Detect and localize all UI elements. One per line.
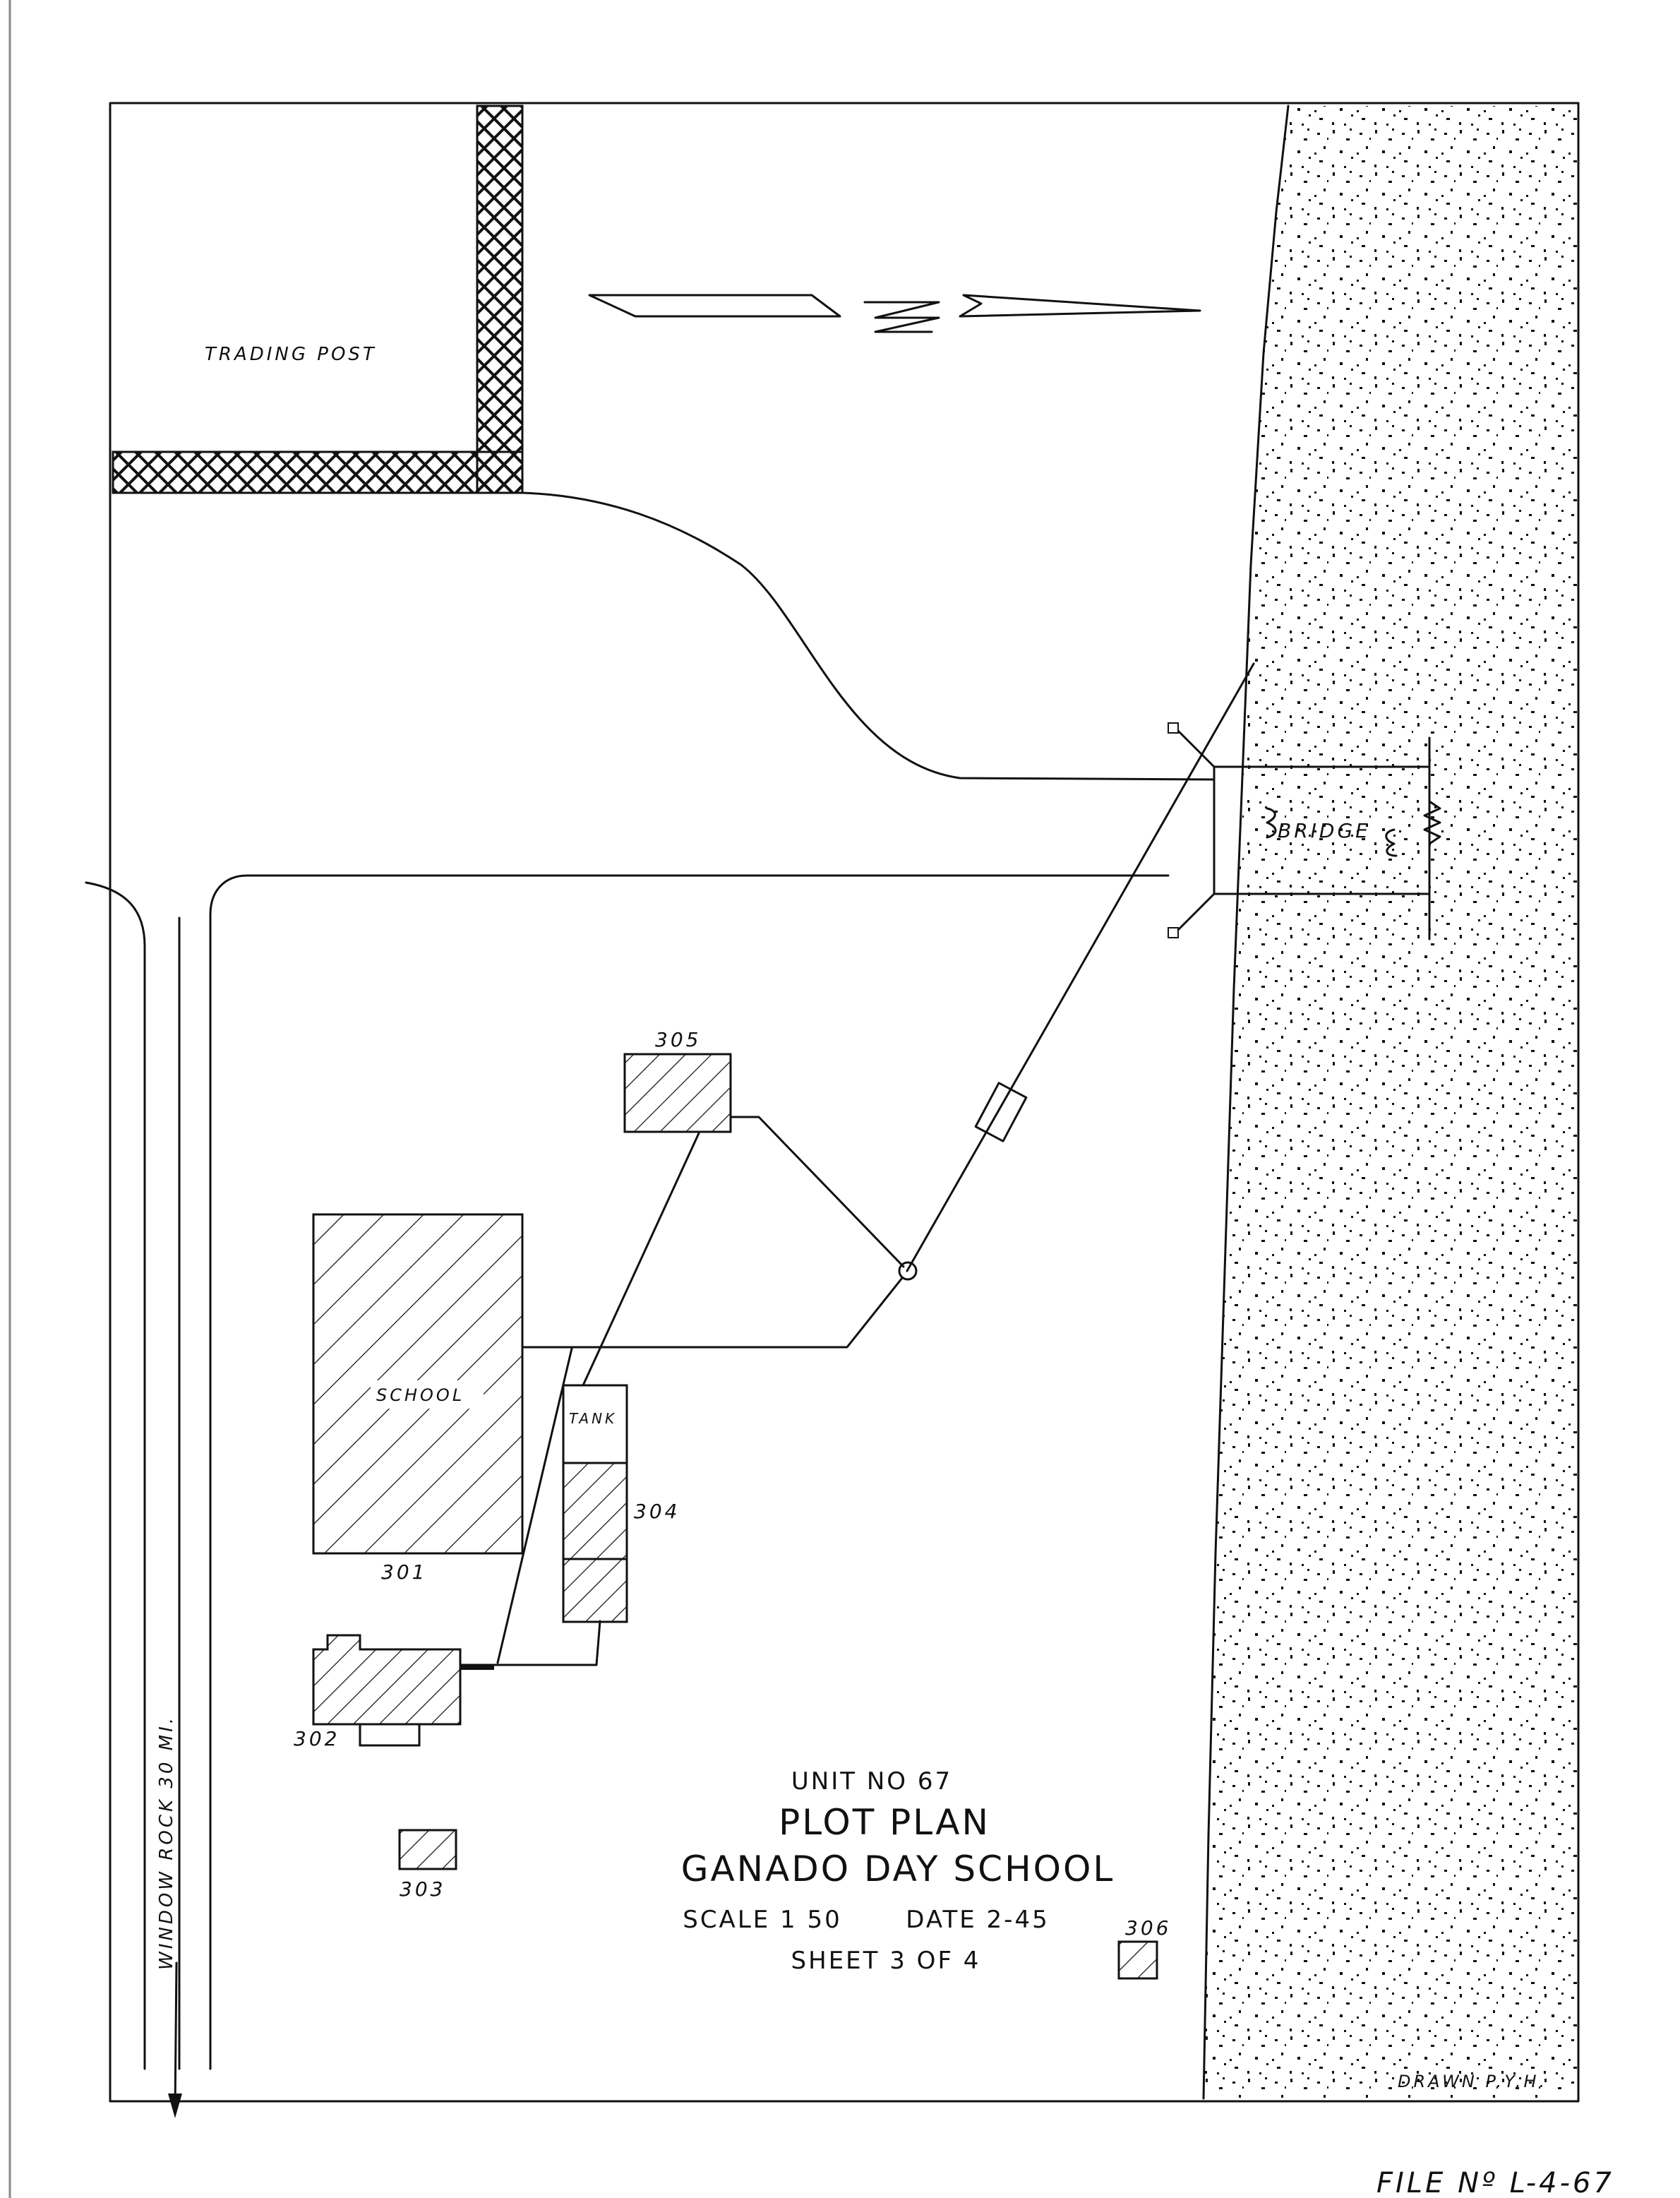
bridge-label: BRIDGE xyxy=(1278,819,1371,842)
highway-label: WINDOW ROCK 30 MI. xyxy=(156,1715,177,1970)
tank-label: TANK xyxy=(569,1410,617,1427)
sheet-number: SHEET 3 OF 4 xyxy=(791,1947,981,1975)
drawn-by: DRAWN P.Y.H. xyxy=(1398,2072,1547,2091)
building-303: 303 xyxy=(398,1829,457,1901)
river-area xyxy=(1204,106,1578,2098)
river-bank-line xyxy=(1202,104,1290,2100)
building-306: 306 xyxy=(1117,1916,1171,1980)
trading-post-label: TRADING POST xyxy=(205,344,377,365)
school-label: SCHOOL xyxy=(376,1385,464,1405)
building-301-school: SCHOOL 301 xyxy=(312,1213,524,1584)
driveway-north-edge xyxy=(521,491,1216,781)
building-301-label: 301 xyxy=(381,1560,427,1584)
bridge: BRIDGE xyxy=(1168,722,1441,940)
driveway-south-edge xyxy=(209,874,1170,2070)
building-305: 305 xyxy=(623,1028,732,1133)
highway-east-edge xyxy=(85,881,146,2070)
trading-post-fence-east xyxy=(476,104,524,494)
building-302-label: 302 xyxy=(294,1727,340,1750)
trading-post-fence-south xyxy=(112,450,524,494)
scale-text: SCALE 1 50 xyxy=(683,1906,842,1934)
unit-number: UNIT NO 67 xyxy=(791,1767,952,1796)
date-text: DATE 2-45 xyxy=(906,1906,1049,1934)
school-name-title: GANADO DAY SCHOOL xyxy=(681,1848,1115,1889)
building-304-label: 304 xyxy=(634,1500,680,1523)
file-number: FILE Nº L-4-67 xyxy=(1376,2167,1614,2198)
building-304-tank: TANK 304 xyxy=(562,1384,680,1623)
building-303-label: 303 xyxy=(400,1877,445,1901)
plan-title: PLOT PLAN xyxy=(779,1802,990,1843)
north-arrow xyxy=(588,294,1201,333)
highway-direction-arrow xyxy=(168,1961,182,2118)
title-block: UNIT NO 67 PLOT PLAN GANADO DAY SCHOOL S… xyxy=(681,1767,1115,1975)
utility-lines xyxy=(459,662,1255,1670)
building-305-label: 305 xyxy=(655,1028,701,1051)
building-302: 302 xyxy=(294,1634,462,1750)
building-306-label: 306 xyxy=(1125,1916,1171,1940)
